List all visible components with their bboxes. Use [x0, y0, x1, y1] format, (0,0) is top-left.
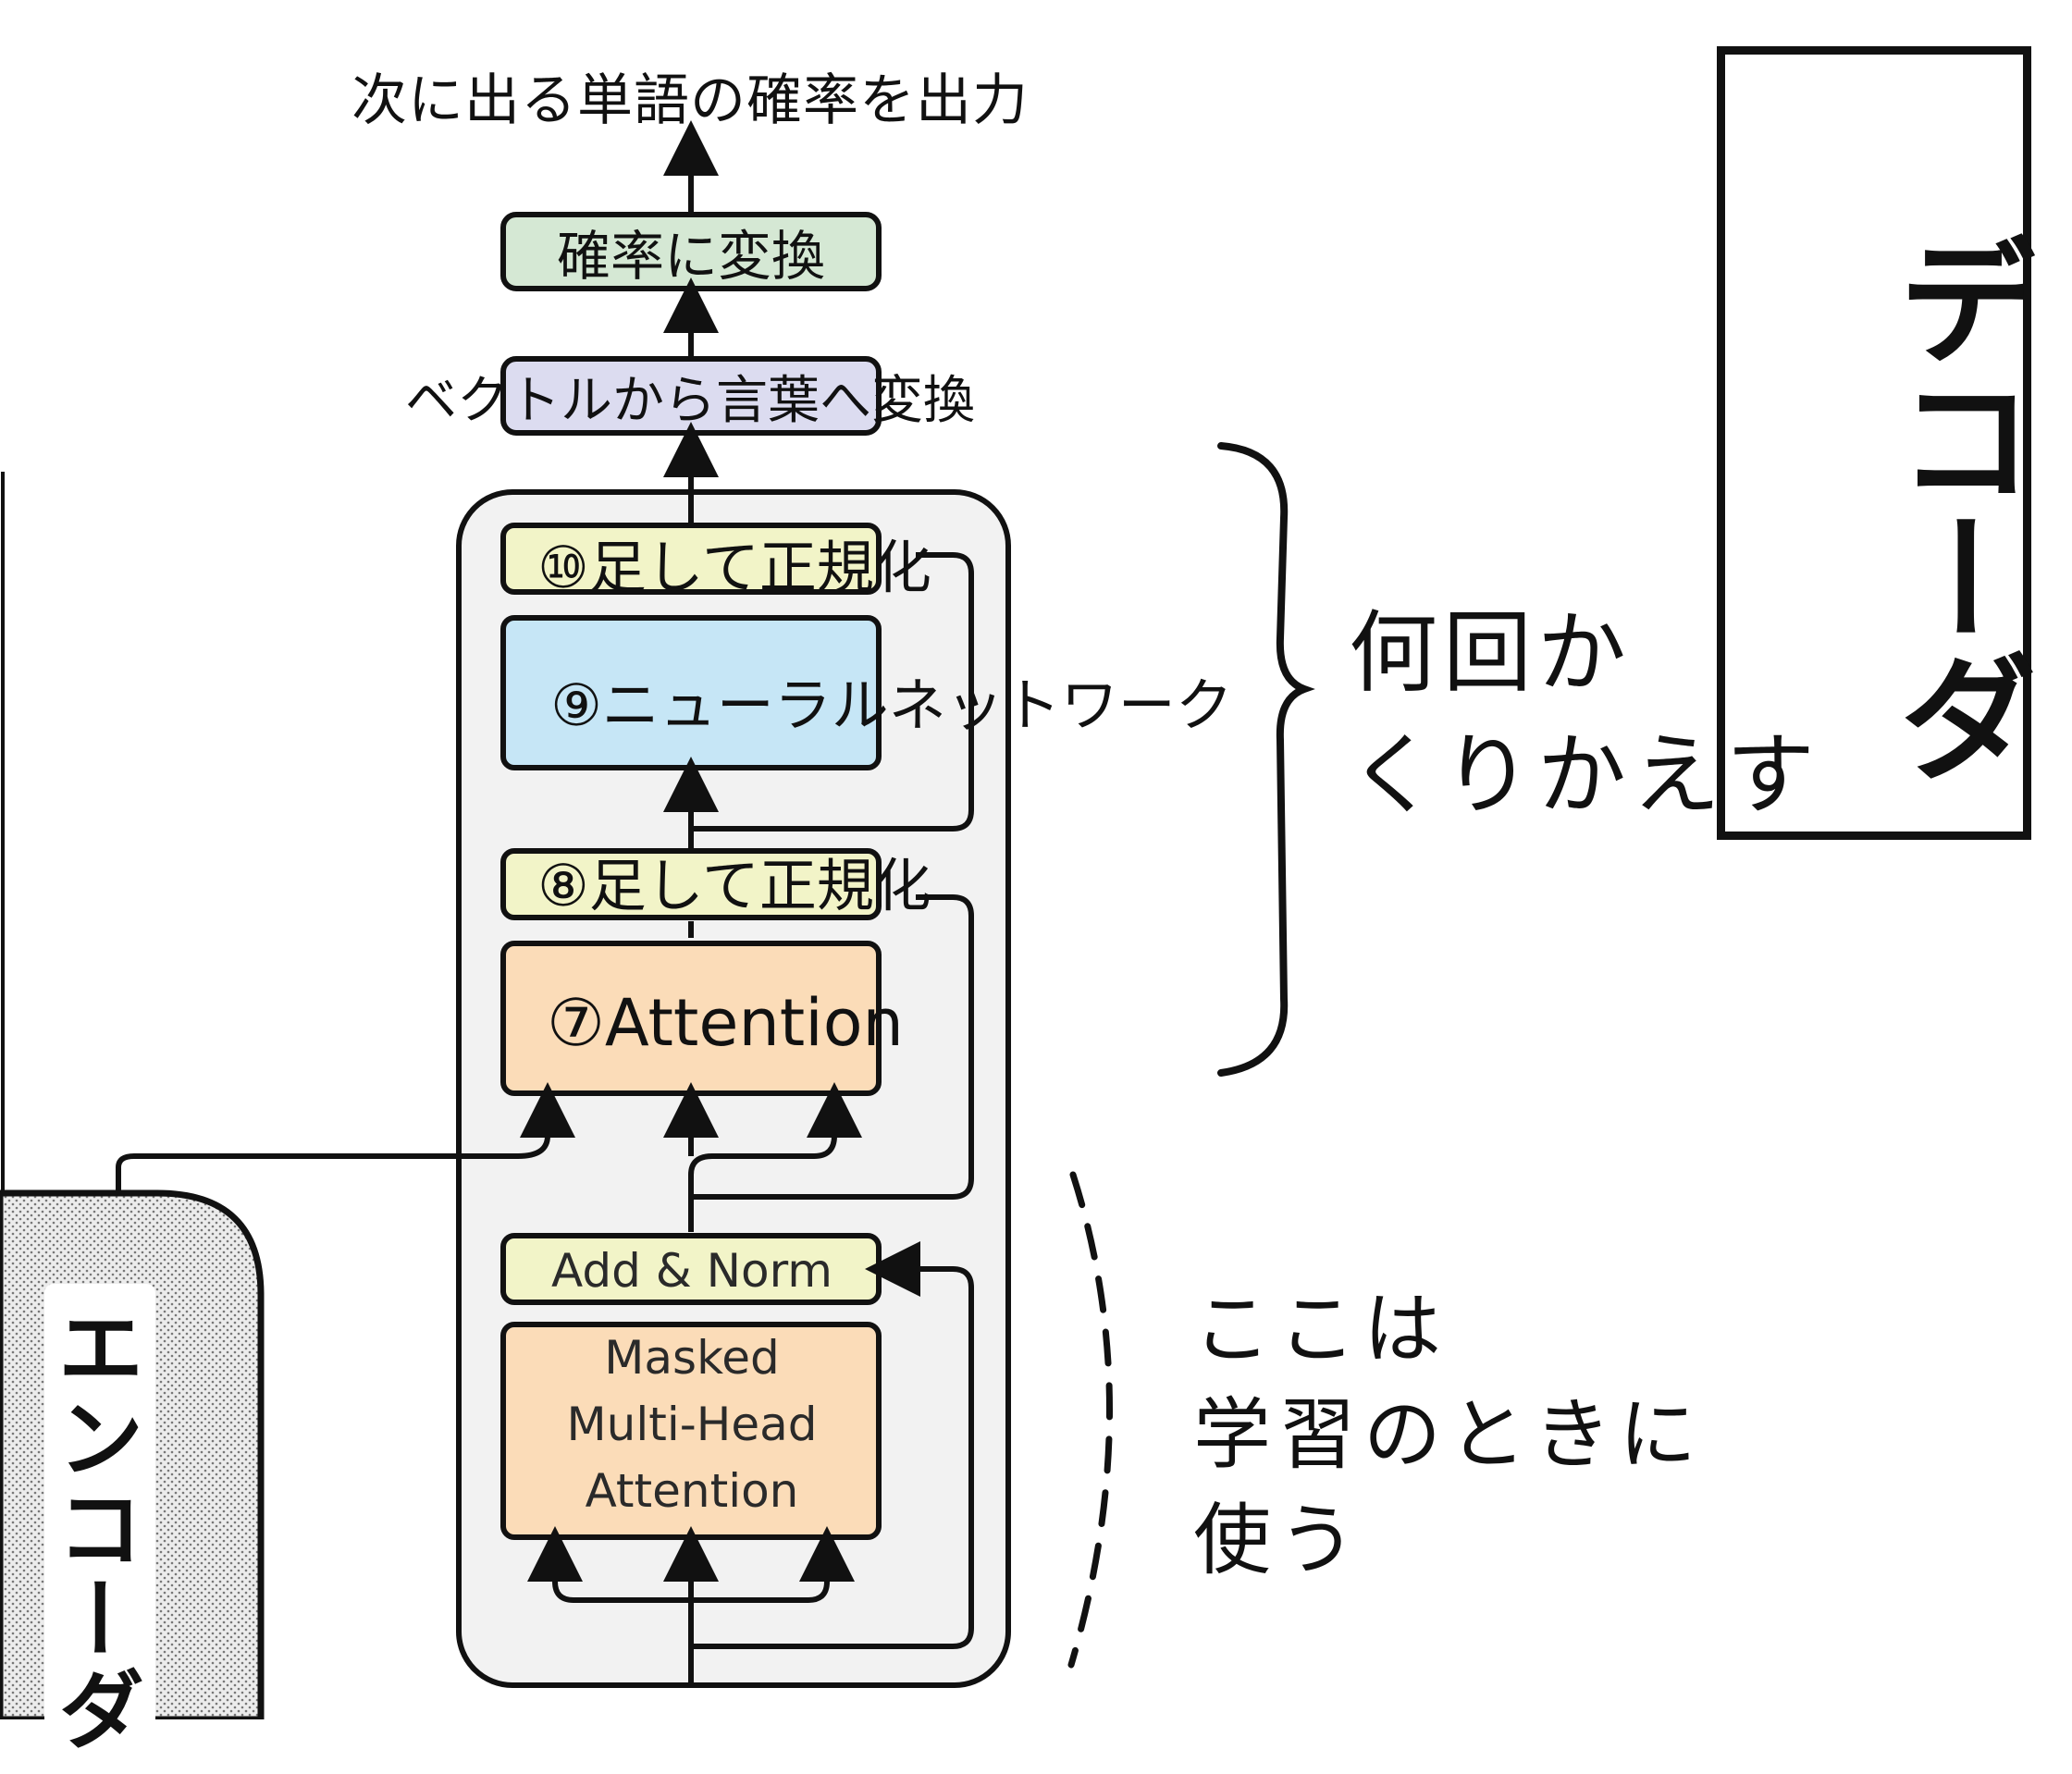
softmax-label: 確率に変換	[556, 225, 825, 288]
masked-attention-label: Masked Multi-Head Attention	[505, 1324, 879, 1524]
training-annotation: ここは 学習のときに 使う	[1193, 1284, 1705, 1585]
title-box: デコーダ	[1717, 46, 2035, 840]
add-norm-top-label: ⑩足して正規化	[537, 534, 931, 601]
flow-arrows	[663, 120, 862, 1688]
decoder-title: デコーダ	[1874, 230, 2035, 785]
masked-attention-line-3: Attention	[585, 1464, 799, 1518]
training-bracket	[1067, 1171, 1113, 1669]
masked-attention-line-1: Masked	[604, 1331, 780, 1385]
linear-label: ベクトルから言葉へ変換	[405, 370, 975, 431]
add-norm-low-label: Add & Norm	[551, 1244, 832, 1298]
encoder-connection	[116, 1082, 575, 1195]
add-norm-mid-label: ⑧足して正規化	[537, 852, 931, 919]
transformer-decoder-diagram	[0, 120, 1315, 1719]
residual-connections	[691, 552, 974, 1649]
attention-label: ⑦Attention	[547, 985, 904, 1061]
repeat-brace	[1217, 442, 1315, 1077]
output-label: 次に出る単語の確率を出力	[352, 68, 1029, 133]
add-norm-top-block	[500, 523, 882, 595]
feed-forward-label: ⑨ニューラルネットワーク	[550, 671, 1233, 739]
add-norm-mid-block	[500, 848, 882, 920]
encoder-label: エンコーダ	[43, 1284, 155, 1774]
repeat-annotation: 何回か くりかえす	[1349, 601, 1820, 827]
masked-attention-inputs	[527, 1526, 855, 1603]
masked-attention-line-2: Multi-Head	[566, 1398, 818, 1451]
